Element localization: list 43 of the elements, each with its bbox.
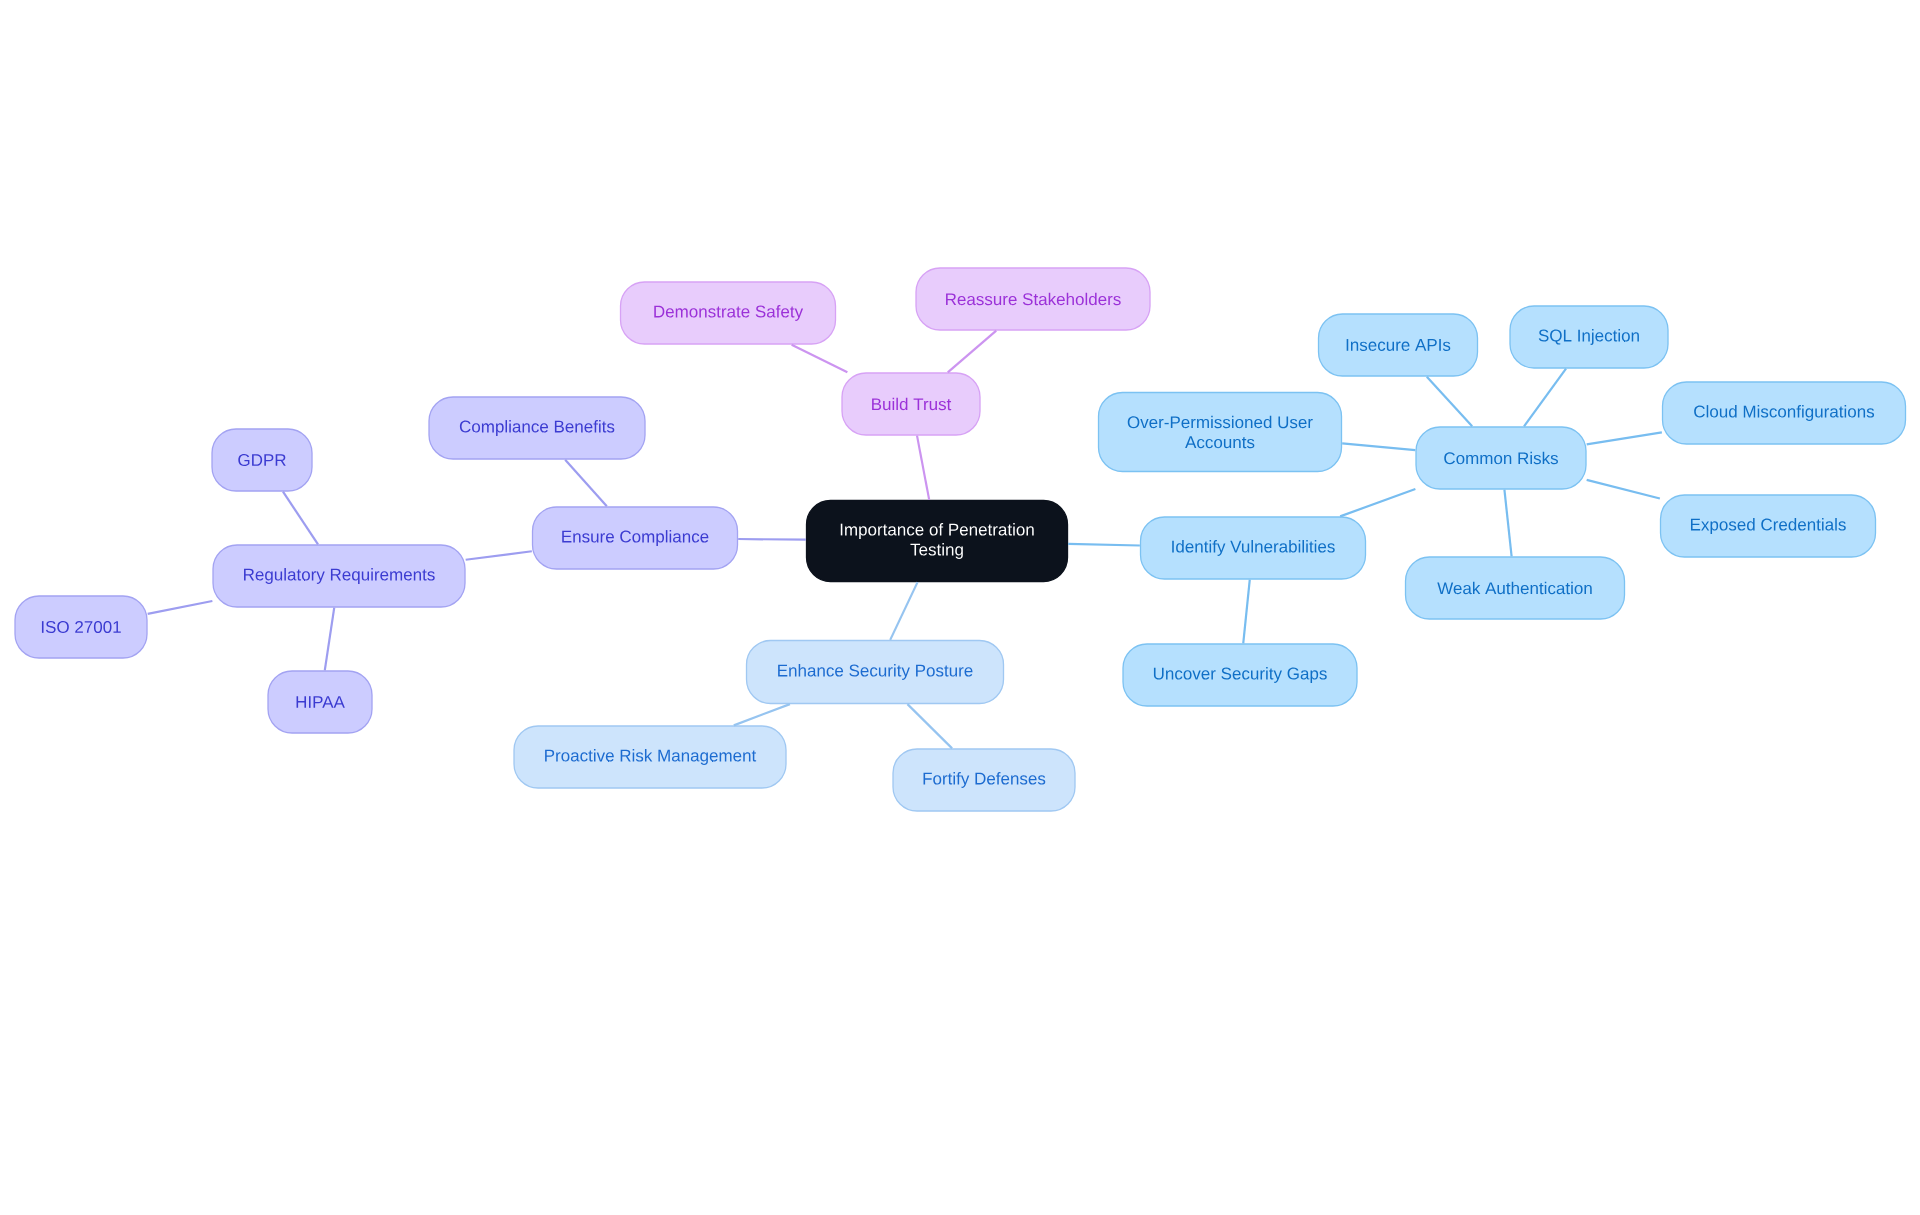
topic-box: Over-Permissioned User Accounts: [1097, 391, 1343, 473]
connector-line: [889, 581, 919, 641]
topic-box: Identify Vulnerabilities: [1139, 516, 1367, 580]
topic-box: ISO 27001: [14, 595, 148, 659]
connector-line: [1586, 478, 1661, 500]
topic-box: Common Risks: [1415, 426, 1587, 490]
connector-line: [1586, 431, 1663, 446]
connector-line: [1242, 579, 1251, 644]
connector-line: [915, 435, 931, 501]
connector-line: [906, 703, 953, 750]
topic-box: HIPAA: [267, 670, 373, 734]
connector-line: [791, 343, 848, 374]
topic-box: SQL Injection: [1509, 305, 1669, 369]
topic-box: Regulatory Requirements: [212, 544, 466, 608]
topic-box: Enhance Security Posture: [745, 639, 1005, 705]
connector-line: [282, 491, 319, 545]
connector-line: [1523, 368, 1567, 427]
topic-box: Proactive Risk Management: [513, 725, 787, 789]
topic-box: Ensure Compliance: [531, 506, 739, 570]
topic-box: Cloud Misconfigurations: [1661, 381, 1907, 445]
connector-line: [1342, 442, 1416, 452]
connector-line: [1426, 375, 1473, 428]
topic-box: Build Trust: [841, 372, 981, 436]
topic-box: Demonstrate Safety: [619, 281, 837, 345]
connector-line: [465, 550, 532, 561]
topic-box: Uncover Security Gaps: [1122, 643, 1358, 707]
topic-box: Fortify Defenses: [892, 748, 1076, 812]
connector-line: [733, 703, 791, 727]
topic-box: Weak Authentication: [1404, 556, 1626, 620]
topic-box: GDPR: [211, 428, 313, 492]
topic-box: Reassure Stakeholders: [915, 267, 1151, 331]
connector-line: [323, 607, 336, 671]
connector-line: [1068, 542, 1140, 547]
connector-line: [947, 329, 997, 374]
connector-line: [147, 599, 213, 615]
connector-line: [564, 458, 608, 508]
topic-box: Exposed Credentials: [1659, 494, 1877, 558]
topic-box: Insecure APIs: [1317, 313, 1479, 377]
topic-box: Compliance Benefits: [428, 396, 646, 460]
central-topic-box: Importance of Penetration Testing: [805, 499, 1069, 583]
connector-line: [1503, 489, 1513, 557]
connector-line: [1339, 488, 1416, 518]
connector-line: [738, 537, 806, 541]
